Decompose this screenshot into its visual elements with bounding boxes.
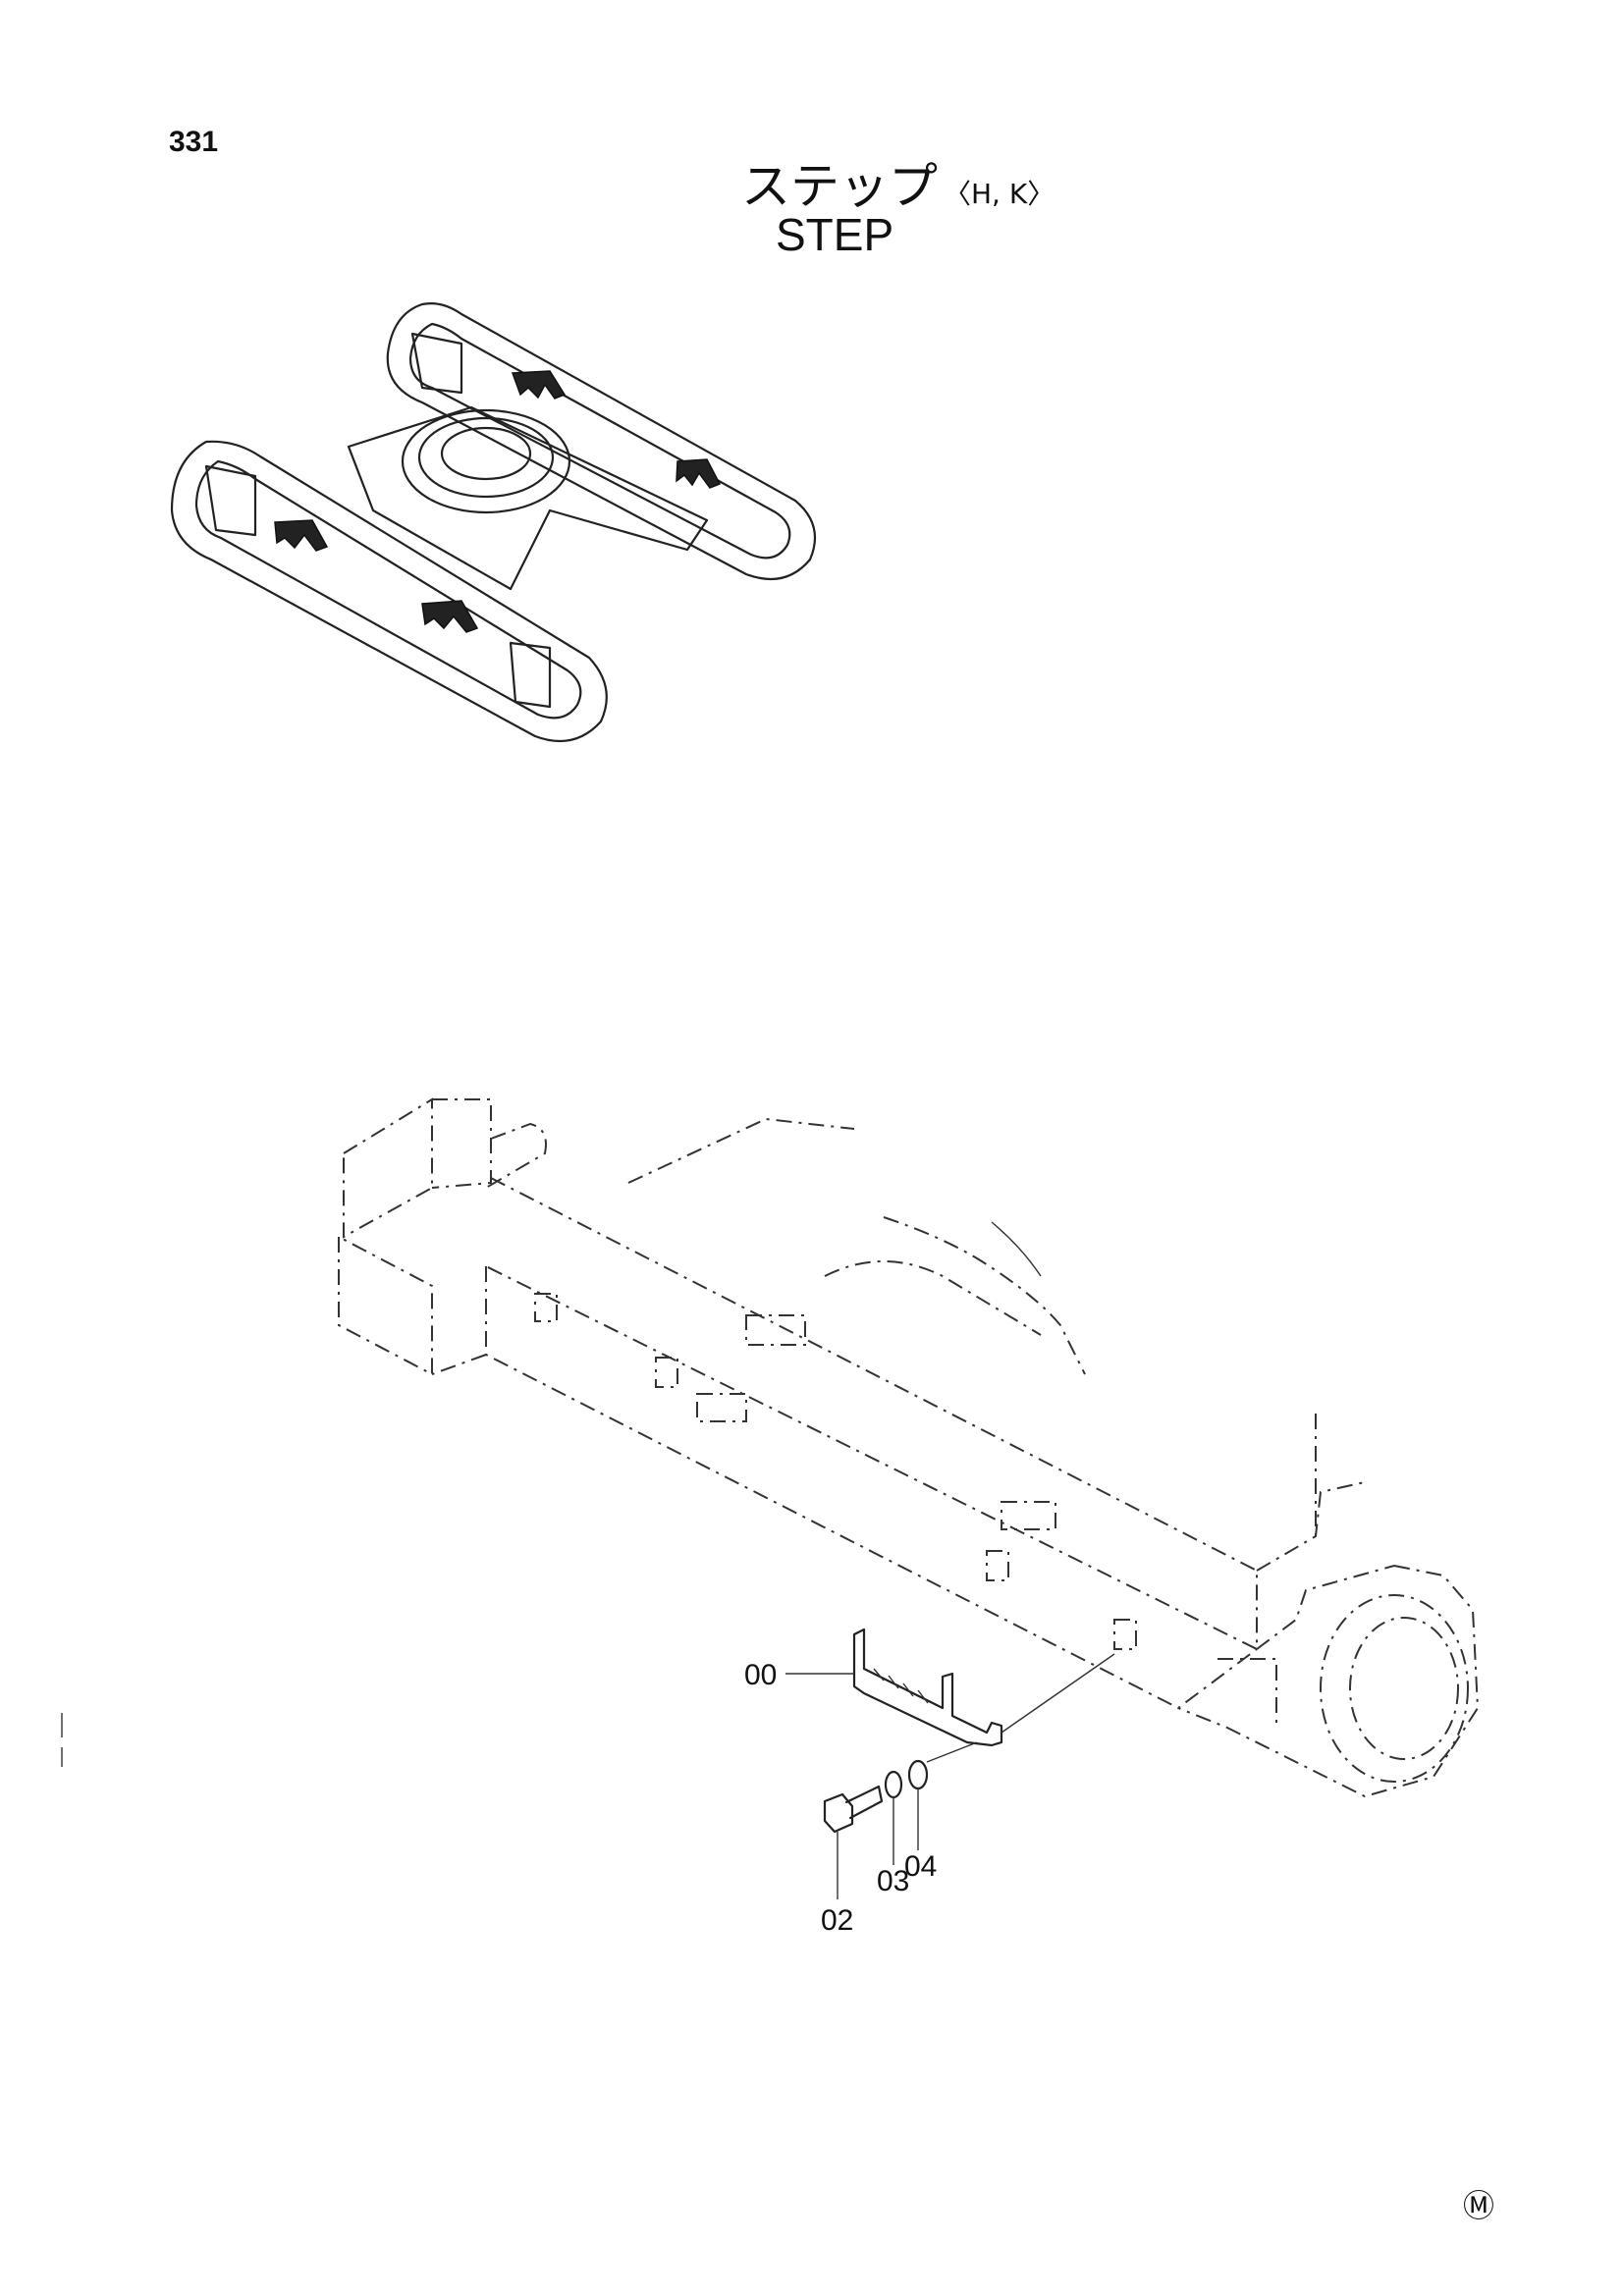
part-label-03: 03 — [877, 1865, 910, 1897]
model-mark: Ⓜ — [1463, 2187, 1495, 2224]
title-jp-text: ステップ — [741, 158, 938, 215]
page-title-japanese: ステップ〈H, K〉 — [741, 147, 1055, 218]
part-label-02: 02 — [821, 1904, 854, 1937]
part-label-00: 00 — [744, 1659, 778, 1691]
exploded-parts — [785, 1628, 1115, 1899]
page-title-english: STEP — [776, 209, 894, 260]
part-label-04: 04 — [904, 1850, 938, 1883]
page-number: 331 — [169, 126, 219, 158]
undercarriage-overview — [170, 302, 817, 743]
title-variant: 〈H, K〉 — [944, 178, 1055, 210]
track-frame-detail — [338, 1097, 1480, 1798]
